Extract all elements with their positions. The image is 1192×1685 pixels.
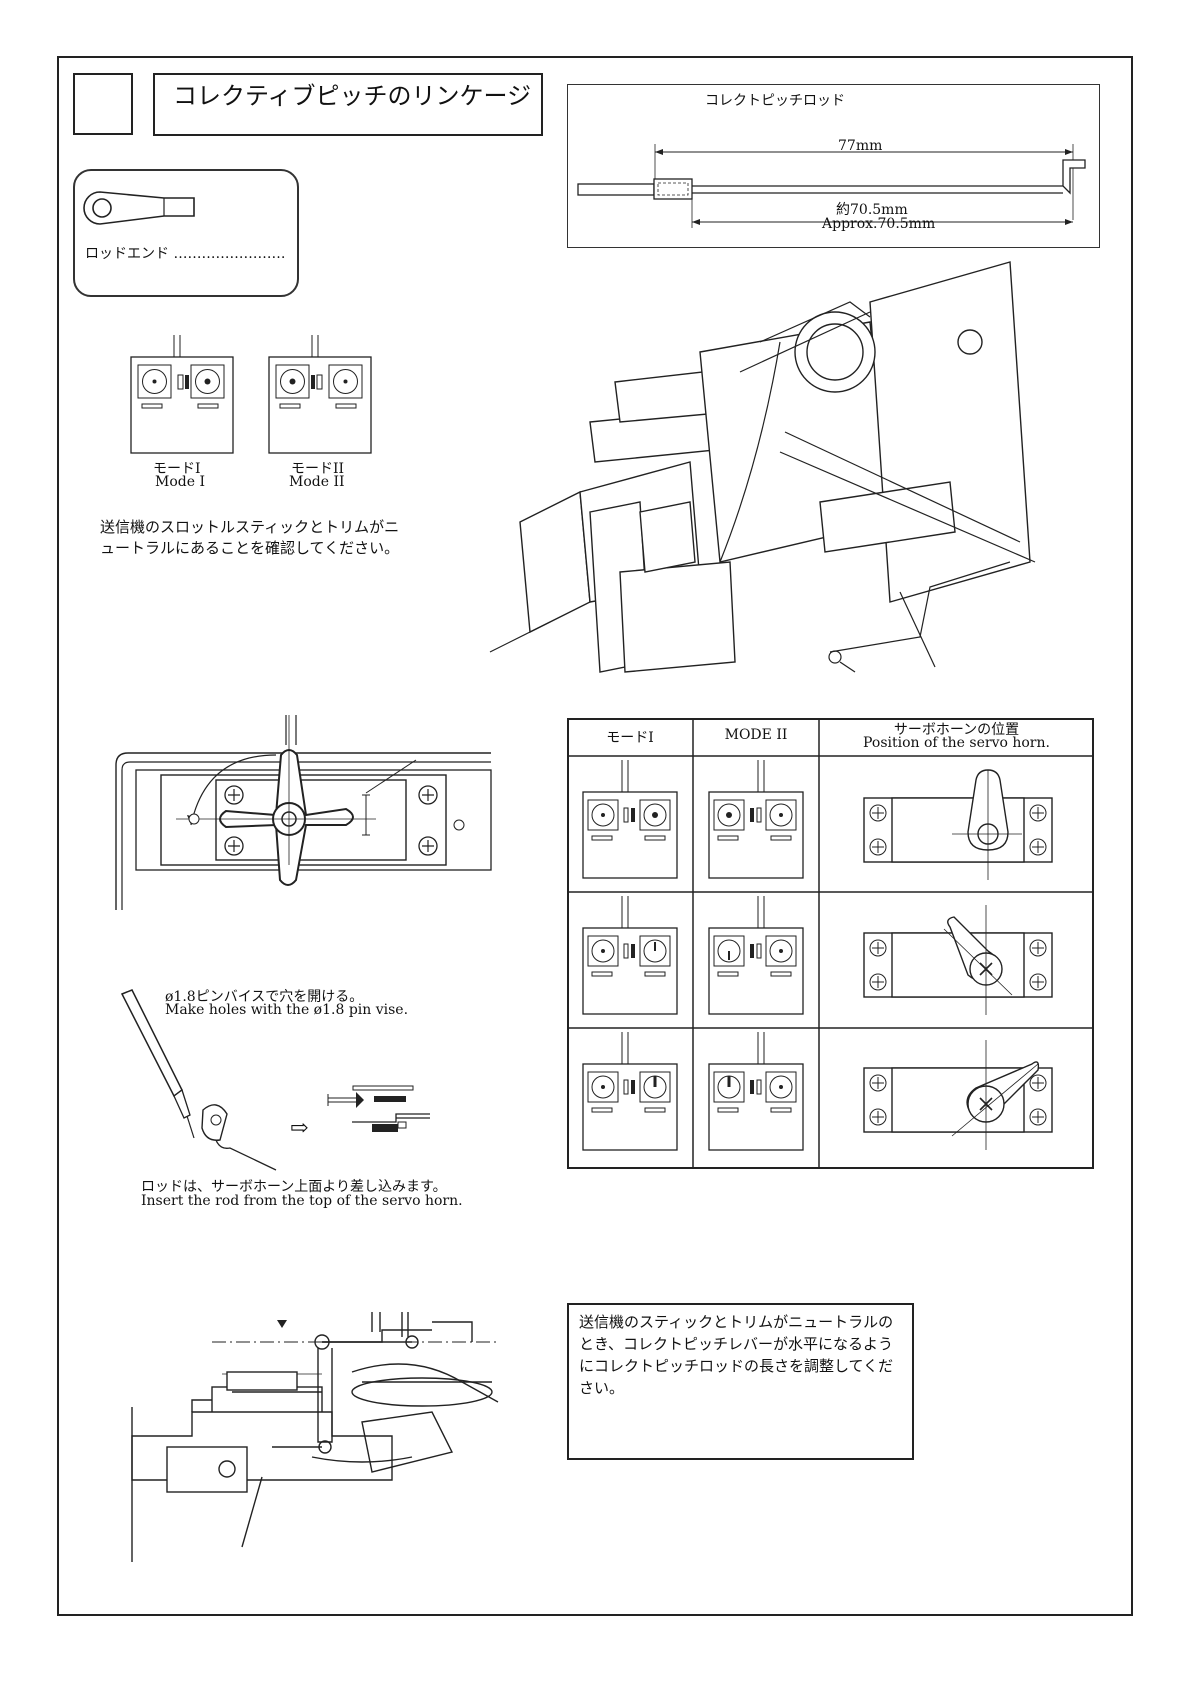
table-row1-mode1-transmitter (582, 760, 678, 879)
rod-length-total: 77mm (838, 138, 883, 154)
helicopter-mechanics-illustration (489, 261, 1036, 673)
pitch-rod-diagram-box (567, 84, 1100, 248)
table-row3-servo-horn-position (863, 1040, 1053, 1150)
section-title: コレクティブピッチのリンケージ (153, 73, 543, 136)
arrow-right-icon: ⇨ (290, 1116, 309, 1141)
table-row2-servo-horn-position (863, 905, 1053, 1015)
table-header-mode2: MODE II (724, 727, 788, 743)
pitch-rod-title: コレクトピッチロッド (705, 93, 845, 109)
mode2-label-en: Mode II (289, 474, 345, 490)
rod-end-icon (83, 191, 195, 225)
pitch-rod-drawing (577, 144, 1086, 228)
table-row2-mode2-transmitter (708, 896, 804, 1015)
mode1-label-jp: モードI (153, 461, 201, 477)
pitch-rod-adjust-note: 送信機のスティックとトリムがニュートラルのとき、コレクトピッチレバーが水平になる… (567, 1303, 914, 1460)
table-row2-mode1-transmitter (582, 896, 678, 1015)
rod-end-parts-box (73, 169, 299, 297)
pin-vise-note-en: Make holes with the ø1.8 pin vise. (165, 1002, 409, 1018)
page-frame (57, 56, 1133, 1616)
table-row3-mode1-transmitter (582, 1032, 678, 1151)
rod-length-approx-jp: 約70.5mm (836, 202, 908, 218)
rod-end-label: ロッドエンド …………………… (85, 246, 286, 262)
insert-rod-note-jp: ロッドは、サーボホーン上面より差し込みます。 (141, 1179, 447, 1195)
table-header-horn-en: Position of the servo horn. (863, 735, 1050, 751)
neutral-check-note: 送信機のスロットルスティックとトリムがニュートラルにあることを確認してください。 (100, 518, 400, 557)
servo-horn-illustration (115, 715, 492, 910)
table-row1-mode2-transmitter (708, 760, 804, 879)
horn-side-view (352, 1113, 430, 1132)
pin-vise-illustration (120, 989, 414, 1171)
table-header-horn-jp: サーボホーンの位置 (893, 722, 1020, 738)
step-number-box (73, 73, 133, 135)
table-row3-mode2-transmitter (708, 1032, 804, 1151)
table-header-mode1: モードI (606, 730, 654, 746)
insert-rod-note-en: Insert the rod from the top of the servo… (141, 1193, 463, 1209)
pin-vise-note-jp: ø1.8ピンバイスで穴を開ける。 (165, 989, 364, 1005)
pitch-lever-illustration (131, 1312, 499, 1562)
rod-length-approx-en: Approx.70.5mm (822, 216, 936, 232)
mode2-label-jp: モードII (291, 461, 345, 477)
servo-horn-position-table (567, 718, 1094, 1169)
table-grid-lines (567, 718, 1094, 1169)
transmitter-mode2-icon (268, 335, 372, 454)
table-row1-servo-horn-position (863, 769, 1053, 880)
mode1-label-en: Mode I (155, 474, 205, 490)
transmitter-mode1-icon (130, 335, 234, 454)
